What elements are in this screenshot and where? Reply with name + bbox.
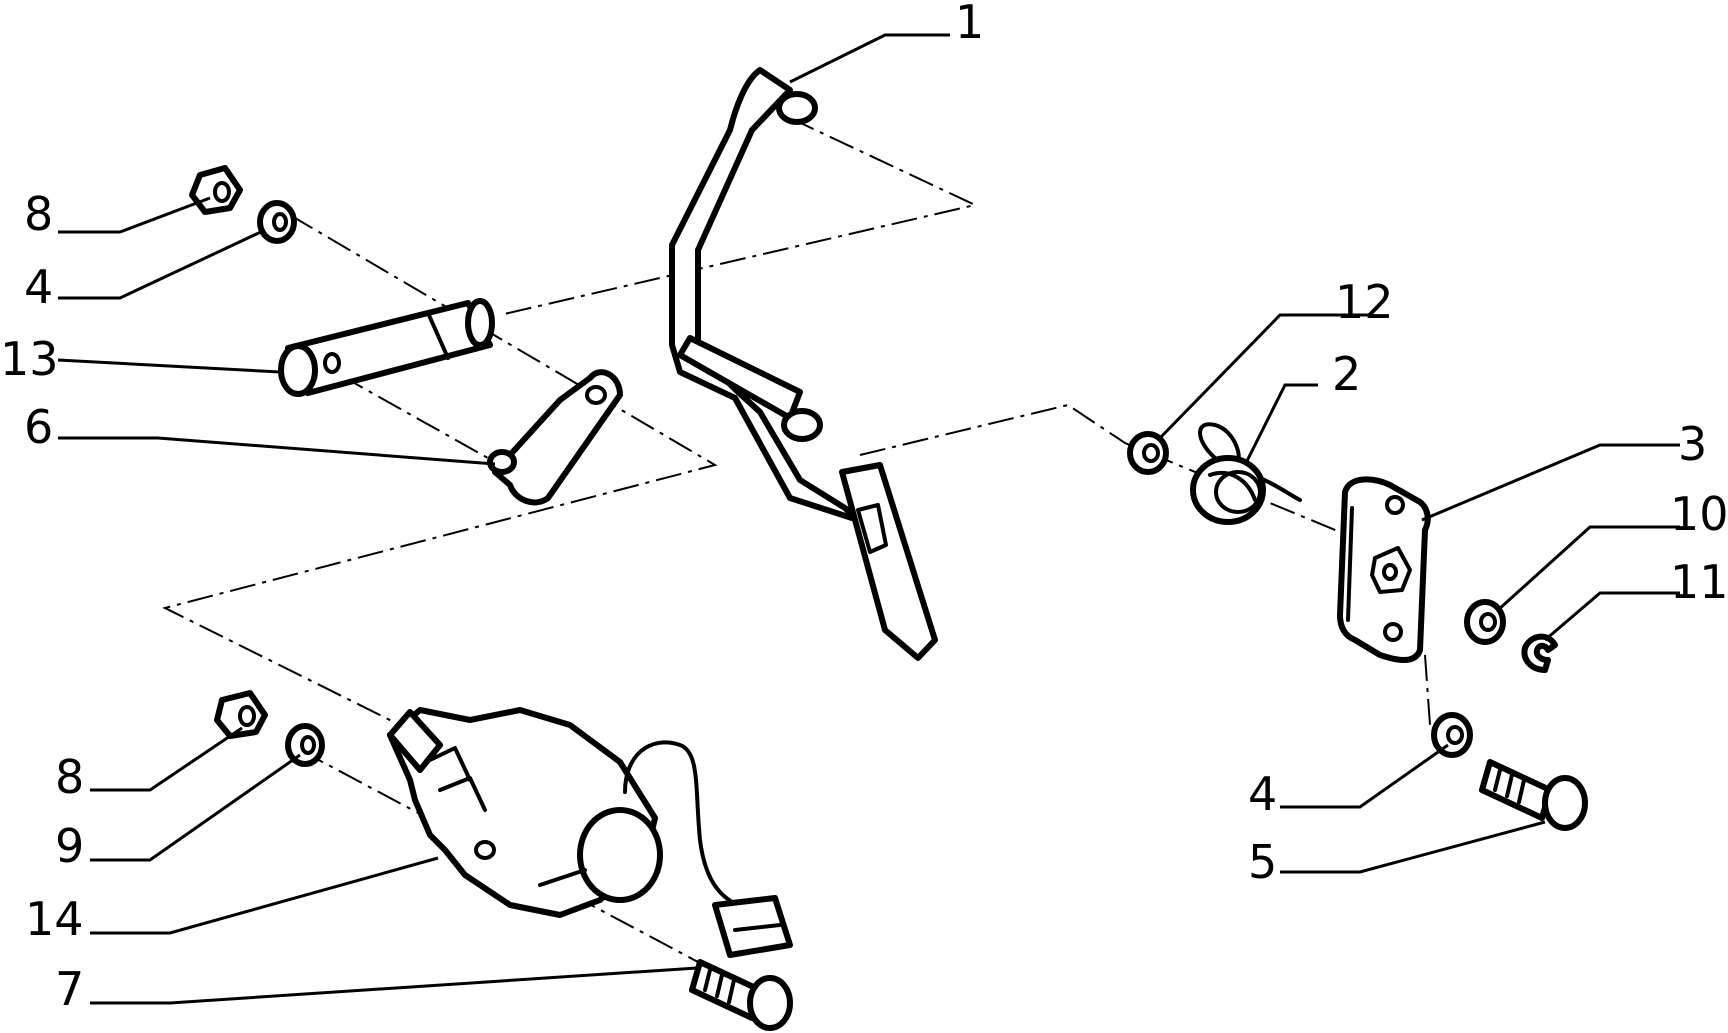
pedal-switch (387, 707, 793, 958)
callout-6: 6 (24, 400, 53, 454)
nut-lower (214, 690, 268, 739)
washer-12 (1127, 431, 1169, 475)
callout-14: 14 (25, 892, 84, 946)
callout-9: 9 (55, 819, 84, 873)
callout-13: 13 (0, 332, 59, 386)
bushing-tube (278, 298, 495, 397)
pedal-lever (669, 67, 938, 661)
callout-12: 12 (1335, 275, 1394, 329)
crank-arm (487, 369, 623, 506)
washer-10 (1464, 599, 1506, 645)
callout-5: 5 (1248, 835, 1277, 889)
callout-11: 11 (1670, 555, 1728, 609)
callout-2: 2 (1332, 347, 1361, 401)
callout-3: 3 (1678, 417, 1707, 471)
leader-lines (57, 33, 1680, 1005)
washer-upper (257, 200, 297, 244)
callout-1: 1 (955, 0, 984, 49)
nut-upper (189, 165, 243, 215)
callout-8-lower: 8 (55, 750, 84, 804)
return-spring (1190, 422, 1302, 525)
circlip (1521, 633, 1558, 673)
bolt-right (1479, 759, 1588, 831)
bolt-lower (689, 959, 793, 1031)
callout-4-upper: 4 (24, 260, 53, 314)
callout-7: 7 (55, 962, 84, 1016)
washer-lower (285, 723, 325, 767)
callout-4-right: 4 (1248, 767, 1277, 821)
callout-8-upper: 8 (24, 187, 53, 241)
washer-right (1431, 712, 1473, 758)
assembly-axes (162, 117, 1431, 996)
callout-10: 10 (1670, 487, 1728, 541)
mounting-plate (1337, 476, 1431, 663)
